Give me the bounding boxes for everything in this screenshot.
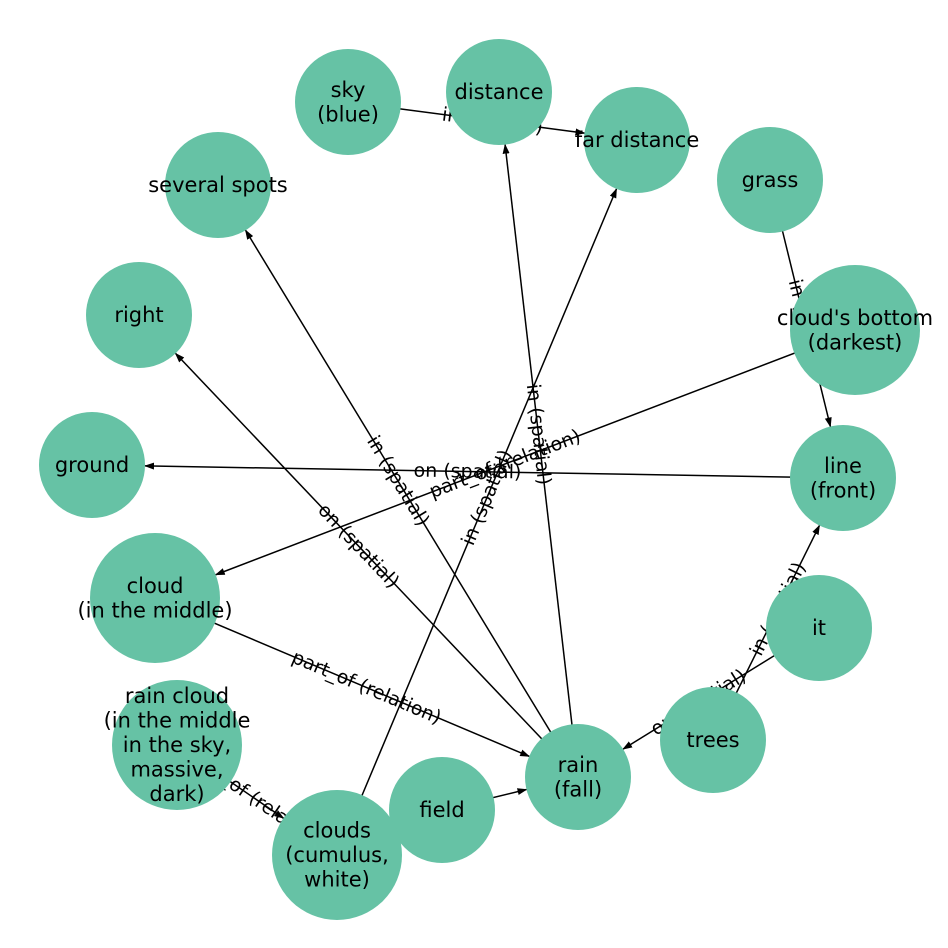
node-circle	[660, 687, 766, 793]
node-grass: grass	[717, 127, 823, 233]
node-circle	[272, 790, 402, 920]
node-circle	[112, 680, 242, 810]
node-circle	[86, 262, 192, 368]
node-label: dark)	[149, 782, 204, 806]
node-label: (darkest)	[808, 330, 903, 354]
node-label: sky	[331, 78, 366, 102]
node-it: it	[766, 575, 872, 681]
edge-label: on (spatial)	[313, 499, 403, 592]
node-label: (blue)	[317, 102, 379, 126]
nodes-layer: sky(blue) distance far distance several spo…	[39, 39, 933, 920]
node-circle	[295, 49, 401, 155]
node-label: (front)	[810, 478, 876, 502]
node-label: trees	[686, 728, 739, 752]
node-circle	[790, 265, 920, 395]
node-right: right	[86, 262, 192, 368]
node-label: (fall)	[554, 777, 602, 801]
node-line: line(front)	[790, 425, 896, 531]
node-circle	[717, 127, 823, 233]
node-label: field	[419, 798, 464, 822]
edge-rain-distance	[502, 143, 579, 778]
node-circle	[790, 425, 896, 531]
node-circle	[165, 132, 271, 238]
node-label: (cumulus,	[285, 843, 389, 867]
node-circle	[584, 87, 690, 193]
node-rain: rain(fall)	[525, 724, 631, 830]
node-clouds-bottom: cloud's bottom(darkest)	[777, 265, 933, 395]
edge-rain-right	[174, 352, 579, 778]
node-label: (in the middle)	[77, 598, 232, 622]
node-label: rain cloud	[125, 684, 229, 708]
node-label: rain	[558, 753, 599, 777]
node-label: cloud	[127, 574, 184, 598]
node-label: grass	[742, 168, 799, 192]
node-label: far distance	[575, 128, 700, 152]
node-label: massive,	[130, 758, 223, 782]
edge-label: part_of (relation)	[289, 646, 445, 729]
node-circle	[766, 575, 872, 681]
node-label: white)	[304, 868, 370, 892]
node-sky: sky(blue)	[295, 49, 401, 155]
node-label: distance	[455, 80, 544, 104]
edge-cloud-rain	[154, 597, 531, 758]
node-distance: distance	[446, 39, 552, 145]
node-circle	[90, 533, 220, 663]
node-trees: trees	[660, 687, 766, 793]
node-cloud: cloud(in the middle)	[77, 533, 233, 663]
edge-clouds_bottom-cloud	[214, 329, 856, 576]
edge-clouds-far_distance	[336, 187, 618, 856]
node-ground: ground	[39, 412, 145, 518]
node-label: cloud's bottom	[777, 306, 933, 330]
node-label: right	[114, 303, 163, 327]
node-circle	[525, 724, 631, 830]
edge-line-ground	[143, 462, 844, 479]
node-far-distance: far distance	[575, 87, 700, 193]
node-label: ground	[55, 453, 129, 477]
node-label: in the sky,	[123, 733, 231, 757]
node-circle	[446, 39, 552, 145]
node-label: line	[824, 454, 862, 478]
node-label: clouds	[303, 819, 371, 843]
node-label: (in the middle	[104, 709, 251, 733]
edge-rain-several_spots	[244, 229, 579, 778]
edge-label: on (spatial)	[413, 460, 521, 484]
node-several-spots: several spots	[148, 132, 288, 238]
node-label: it	[812, 616, 826, 640]
node-clouds: clouds(cumulus,white)	[272, 790, 402, 920]
node-circle	[389, 757, 495, 863]
node-circle	[39, 412, 145, 518]
node-label: several spots	[148, 173, 288, 197]
node-field: field	[389, 757, 495, 863]
